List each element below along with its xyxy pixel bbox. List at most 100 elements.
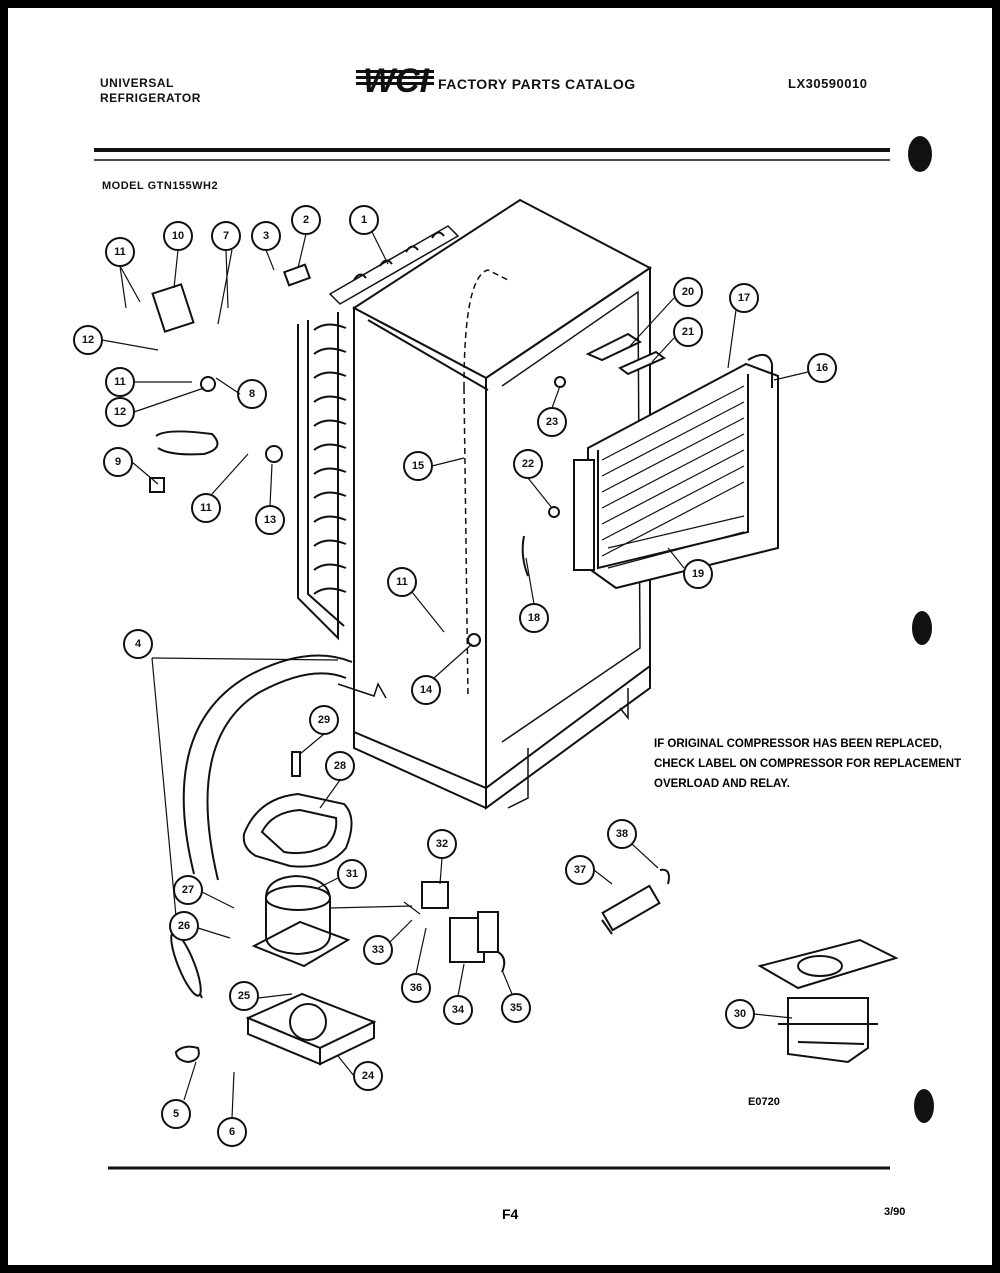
- svg-text:34: 34: [452, 1004, 465, 1016]
- svg-text:21: 21: [682, 326, 694, 338]
- catalog-title: FACTORY PARTS CATALOG: [438, 76, 636, 92]
- diagram-id: E0720: [748, 1096, 780, 1108]
- svg-text:9: 9: [115, 456, 121, 468]
- compressor-base: [245, 992, 377, 1066]
- callout-8: 8: [237, 379, 267, 409]
- callout-15: 15: [403, 451, 433, 481]
- svg-text:29: 29: [318, 714, 330, 726]
- callout-12b: 12: [105, 397, 135, 427]
- refrigerator-cabinet: [352, 198, 652, 810]
- callout-24: 24: [353, 1061, 383, 1091]
- svg-text:13: 13: [264, 514, 276, 526]
- svg-text:32: 32: [436, 838, 448, 850]
- svg-text:27: 27: [182, 884, 194, 896]
- logo-text: WCI: [363, 62, 431, 100]
- callout-4: 4: [123, 629, 153, 659]
- callout-10: 10: [163, 221, 193, 251]
- brand-block: UNIVERSAL REFRIGERATOR: [100, 76, 201, 106]
- callout-12a: 12: [73, 325, 103, 355]
- page-number: F4: [502, 1206, 519, 1222]
- callout-9: 9: [103, 447, 133, 477]
- svg-text:6: 6: [229, 1126, 235, 1138]
- svg-text:23: 23: [546, 416, 558, 428]
- svg-text:10: 10: [172, 230, 184, 242]
- evaporator: [573, 353, 779, 590]
- callout-31: 31: [337, 859, 367, 889]
- svg-text:11: 11: [114, 376, 126, 388]
- callout-37: 37: [565, 855, 595, 885]
- svg-text:18: 18: [528, 612, 540, 624]
- catalog-number: LX30590010: [788, 76, 868, 91]
- callout-16: 16: [807, 353, 837, 383]
- compressor-note: IF ORIGINAL COMPRESSOR HAS BEEN REPLACED…: [654, 738, 962, 790]
- svg-text:25: 25: [238, 990, 250, 1002]
- svg-text:22: 22: [522, 458, 534, 470]
- print-date: 3/90: [884, 1206, 906, 1218]
- svg-text:15: 15: [412, 460, 424, 472]
- callout-14: 14: [411, 675, 441, 705]
- svg-text:35: 35: [510, 1002, 522, 1014]
- model-label: MODEL GTN155WH2: [102, 180, 219, 192]
- svg-text:37: 37: [574, 864, 586, 876]
- drain-pan: [242, 751, 353, 868]
- callout-35: 35: [501, 993, 531, 1023]
- callout-38: 38: [607, 819, 637, 849]
- callout-32: 32: [427, 829, 457, 859]
- callout-28: 28: [325, 751, 355, 781]
- callout-26: 26: [169, 911, 199, 941]
- svg-text:11: 11: [114, 246, 126, 258]
- callout-25: 25: [229, 981, 259, 1011]
- header-rule: [94, 148, 890, 161]
- brand-line-2: REFRIGERATOR: [100, 91, 201, 105]
- callout-5: 5: [161, 1099, 191, 1129]
- svg-text:11: 11: [396, 576, 408, 588]
- svg-text:36: 36: [410, 982, 422, 994]
- evaporator-cover: [585, 332, 666, 376]
- callout-3: 3: [251, 221, 281, 251]
- callout-13: 13: [255, 505, 285, 535]
- callout-36: 36: [401, 973, 431, 1003]
- callout-17: 17: [729, 283, 759, 313]
- svg-text:24: 24: [362, 1070, 375, 1082]
- svg-text:20: 20: [682, 286, 694, 298]
- svg-text:5: 5: [173, 1108, 179, 1120]
- callout-30: 30: [725, 999, 755, 1029]
- callout-22: 22: [513, 449, 543, 479]
- callout-29: 29: [309, 705, 339, 735]
- svg-text:26: 26: [178, 920, 190, 932]
- callout-19: 19: [683, 559, 713, 589]
- callout-33: 33: [363, 935, 393, 965]
- svg-text:4: 4: [135, 638, 142, 650]
- callout-6: 6: [217, 1117, 247, 1147]
- callout-2: 2: [291, 205, 321, 235]
- callout-20: 20: [673, 277, 703, 307]
- callout-11d: 11: [387, 567, 417, 597]
- svg-text:11: 11: [200, 502, 212, 514]
- svg-text:30: 30: [734, 1008, 746, 1020]
- callout-11b: 11: [105, 367, 135, 397]
- callout-21: 21: [673, 317, 703, 347]
- leader-lines: [101, 231, 809, 1119]
- svg-text:12: 12: [82, 334, 94, 346]
- callout-7: 7: [211, 221, 241, 251]
- callout-1: 1: [349, 205, 379, 235]
- start-relay: [601, 868, 670, 935]
- svg-text:1: 1: [361, 214, 367, 226]
- condenser-coil: [297, 225, 460, 641]
- compressor-unit-alt: [757, 938, 899, 1064]
- small-parts: [149, 263, 566, 1064]
- compressor: [251, 874, 413, 968]
- callout-11a: 11: [105, 237, 135, 267]
- relay-overload: [421, 881, 506, 973]
- punch-holes: [908, 136, 934, 1123]
- callout-23: 23: [537, 407, 567, 437]
- callout-11c: 11: [191, 493, 221, 523]
- svg-text:19: 19: [692, 568, 704, 580]
- svg-text:8: 8: [249, 388, 255, 400]
- svg-text:12: 12: [114, 406, 126, 418]
- svg-text:16: 16: [816, 362, 828, 374]
- catalog-page: UNIVERSAL REFRIGERATOR WCI FACTORY PARTS…: [8, 8, 992, 1265]
- svg-text:7: 7: [223, 230, 229, 242]
- svg-text:14: 14: [420, 684, 433, 696]
- callout-18: 18: [519, 603, 549, 633]
